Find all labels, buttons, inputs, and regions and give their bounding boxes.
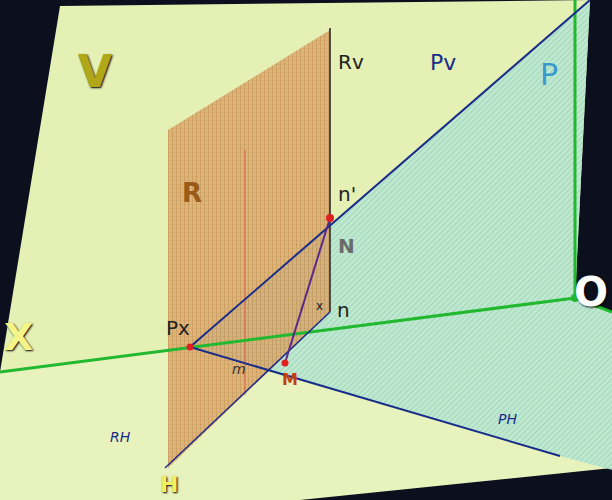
plane-name: H	[160, 474, 178, 496]
point-name: M	[282, 372, 298, 388]
point-px	[187, 344, 194, 351]
rh-trace	[165, 312, 330, 468]
point-n	[326, 214, 334, 222]
axis-name: O	[574, 272, 608, 312]
x-axis	[0, 298, 575, 372]
trace-name: PH	[498, 412, 517, 426]
plane-name: P	[540, 60, 558, 90]
trace-name: RH	[110, 430, 130, 444]
plane-name: V	[78, 50, 112, 94]
ph-trace	[190, 347, 560, 456]
point-m	[282, 360, 289, 367]
plane-name: R	[182, 180, 202, 206]
point-name: N	[338, 236, 355, 256]
point-name: n'	[338, 184, 356, 204]
z-axis	[574, 0, 577, 298]
trace-name: Pv	[430, 52, 456, 74]
r-plane	[168, 30, 330, 468]
trace-name: Rv	[338, 52, 364, 72]
point-name: n	[337, 300, 350, 320]
point-name: Px	[166, 318, 190, 338]
pv-trace	[190, 0, 590, 347]
point-name: m	[232, 362, 246, 376]
axis-name: X	[4, 318, 33, 356]
axis-mark: x	[316, 300, 323, 312]
intersection-line	[285, 218, 330, 363]
rv-trace	[329, 28, 331, 312]
guide-line	[245, 150, 246, 395]
